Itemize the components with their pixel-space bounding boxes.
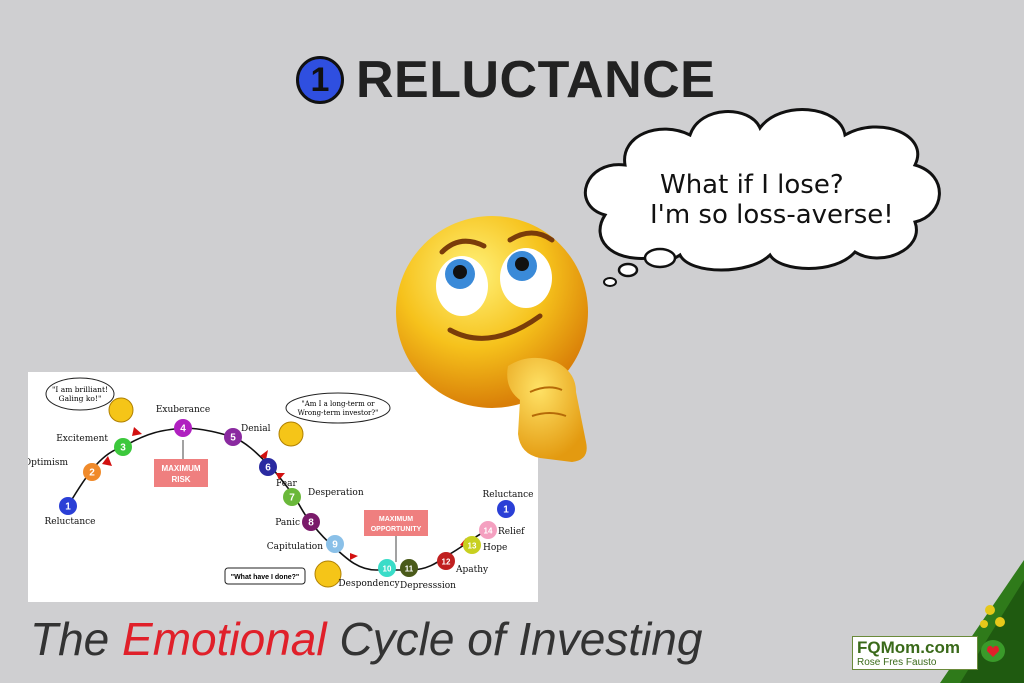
brand-logo[interactable]: FQMom.com Rose Fres Fausto (852, 636, 978, 670)
stage-number: 6 (265, 463, 271, 474)
stage-number: 12 (442, 558, 451, 567)
stage-dot (326, 535, 344, 553)
stage-label: Hope (483, 543, 507, 553)
max-opp-line1: MAXIMUM (379, 516, 413, 523)
stage-marker-2: 2 Optimism (28, 458, 101, 481)
stage-dot (59, 497, 77, 515)
bubble-brilliant-1: "I am brilliant! (52, 385, 108, 394)
stage-dot (283, 488, 301, 506)
grin-emoji-icon (108, 397, 134, 423)
bubble-investor-1: "Am I a long-term or (301, 400, 375, 408)
max-risk-line1: MAXIMUM (161, 464, 200, 473)
stage-number: 5 (230, 433, 236, 444)
stage-marker-14: 14 Relief (479, 521, 525, 539)
stage-label: Excitement (56, 434, 108, 444)
stage-label: Panic (275, 518, 300, 528)
stage-number: 14 (484, 527, 493, 536)
stage-number: 1 (503, 505, 509, 516)
stage-label: Relief (498, 527, 525, 537)
stage-label: Desperation (308, 488, 364, 498)
stage-label: Optimism (28, 458, 68, 468)
stage-marker-8: 8 Panic (275, 513, 320, 531)
stage-number: 3 (120, 443, 126, 454)
title-text: RELUCTANCE (356, 51, 716, 109)
bubble-brilliant-2: Galing ko!" (59, 394, 102, 403)
emotional-cycle-diagram: MAXIMUM RISK MAXIMUM OPPORTUNITY "I am b… (28, 372, 538, 602)
stage-number: 8 (308, 518, 314, 529)
stage-marker-5: 5 Denial (224, 424, 271, 446)
stage-label: Denial (241, 424, 271, 434)
stage-dot (497, 500, 515, 518)
bubble-done: "What have I done?" (231, 574, 299, 581)
stage-dot (400, 559, 418, 577)
stage-label: Reluctance (483, 490, 534, 500)
piggy-bank-icon (981, 640, 1005, 662)
tagline-post: Cycle of Investing (326, 613, 703, 665)
title-number-badge: 1 (296, 56, 344, 104)
stage-label: Depresssion (400, 581, 456, 591)
stage-label: Fear (276, 479, 297, 489)
stage-number: 13 (468, 542, 477, 551)
max-risk-box (154, 459, 208, 487)
stage-label: Capitulation (267, 542, 323, 552)
stage-dot (378, 559, 396, 577)
max-opp-line2: OPPORTUNITY (371, 526, 422, 533)
bubble-investor-2: Wrong-term investor?" (298, 409, 379, 417)
stage-number: 7 (289, 493, 295, 504)
stage-marker-9: 9 Capitulation (267, 535, 344, 553)
stage-number: 9 (332, 540, 338, 551)
max-opportunity-box (364, 510, 428, 536)
brand-sub: Rose Fres Fausto (857, 657, 937, 668)
stage-dot (302, 513, 320, 531)
stage-dot (83, 463, 101, 481)
stage-label: Despondency (338, 579, 400, 589)
page-title: 1 RELUCTANCE (296, 51, 716, 109)
stage-dot (114, 438, 132, 456)
stage-dot (259, 458, 277, 476)
tagline-emphasis: Emotional (122, 613, 327, 665)
stage-marker-4: 4 Exuberance (156, 405, 210, 437)
worried-emoji-icon (278, 421, 304, 447)
thought-line-2: I'm so loss-averse! (650, 200, 894, 230)
max-risk-line2: RISK (171, 475, 190, 484)
stage-label: Reluctance (45, 517, 96, 527)
stage-marker-13: 13 Hope (463, 536, 507, 554)
stage-dot (437, 552, 455, 570)
stage-dot (463, 536, 481, 554)
stage-dot (479, 521, 497, 539)
stage-number: 4 (180, 424, 186, 435)
stage-label: Exuberance (156, 405, 210, 415)
stage-number: 2 (89, 468, 95, 479)
shocked-emoji-icon (314, 560, 342, 588)
stage-number: 10 (383, 565, 392, 574)
stage-dot (224, 428, 242, 446)
stage-marker-3: 3 Excitement (56, 434, 132, 456)
stage-number: 11 (405, 565, 414, 574)
tagline: The Emotional Cycle of Investing (30, 612, 702, 666)
stage-dot (174, 419, 192, 437)
brand-name: FQMom.com (857, 638, 960, 657)
stage-marker-15: 1 Reluctance (483, 490, 534, 518)
stage-label: Apathy (455, 565, 489, 575)
thought-line-1: What if I lose? (660, 170, 844, 200)
stage-number: 1 (65, 502, 71, 513)
tagline-pre: The (30, 613, 123, 665)
stage-marker-7: 7 Desperation (283, 488, 364, 506)
thinking-emoji-icon (396, 216, 588, 462)
